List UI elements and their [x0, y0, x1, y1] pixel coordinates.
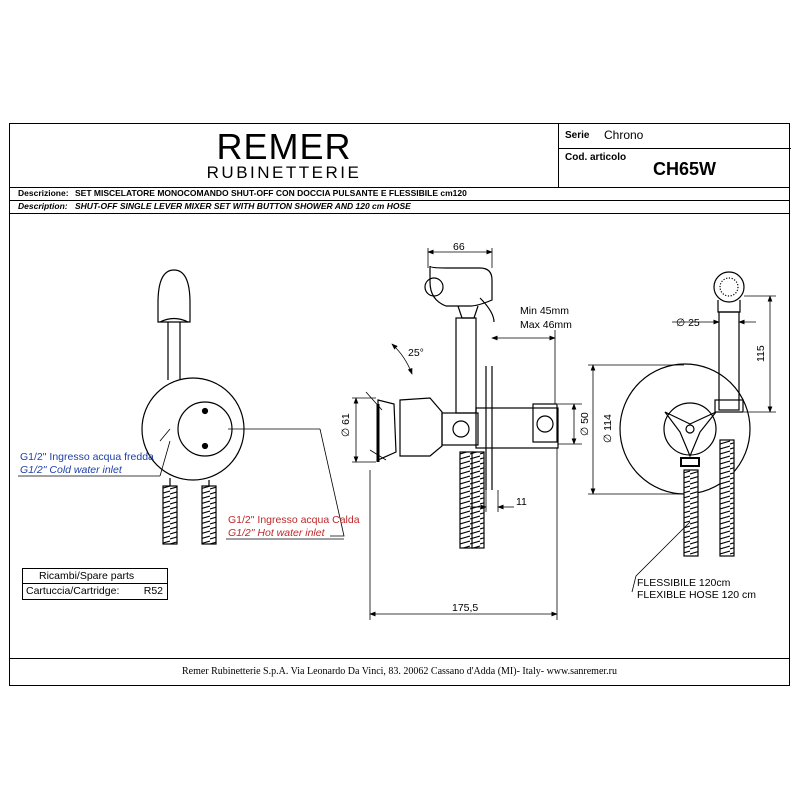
dim-angle-arc — [391, 343, 413, 375]
front-shower-head — [157, 269, 191, 323]
dim-11-label: 11 — [516, 496, 527, 508]
dim-25-label: ∅ 25 — [676, 317, 700, 329]
dim-114-label: ∅ 114 — [602, 414, 614, 443]
hose-en: FLEXIBLE HOSE 120 cm — [637, 589, 756, 601]
series-label: Serie — [565, 130, 590, 141]
right-hose-left — [683, 469, 699, 557]
drawing-sheet: REMER RUBINETTERIE Serie Chrono Cod. art… — [9, 123, 791, 686]
right-knob-ring — [663, 402, 717, 456]
description-it-row: Descrizione: SET MISCELATORE MONOCOMANDO… — [10, 187, 789, 201]
side-knob — [377, 399, 397, 461]
front-shower-lip — [159, 317, 189, 323]
code-value: CH65W — [653, 159, 717, 179]
front-leader-hot — [319, 428, 345, 537]
dim-max-label: Max 46mm — [520, 319, 572, 331]
hot-inlet-it: G1/2" Ingresso acqua Calda — [228, 514, 360, 526]
side-button — [479, 297, 495, 323]
description-en-text: SHUT-OFF SINGLE LEVER MIXER SET WITH BUT… — [75, 201, 411, 211]
dim-50-label: ∅ 50 — [579, 412, 591, 436]
side-lever-body — [399, 397, 443, 457]
dim-175-label: 175,5 — [452, 602, 478, 614]
cartridge-row: Cartuccia/Cartridge: R52 — [23, 584, 167, 599]
right-holder-bracket — [714, 399, 744, 413]
description-it-text: SET MISCELATORE MONOCOMANDO SHUT-OFF CON… — [75, 188, 467, 198]
footer-address: Remer Rubinetterie S.p.A. Via Leonardo D… — [9, 658, 790, 687]
dim-61-label: ∅ 61 — [340, 413, 352, 437]
hose-it: FLESSIBILE 120cm — [637, 577, 731, 589]
side-shower-head — [429, 265, 493, 307]
right-knob-spokes — [664, 411, 717, 458]
side-view — [365, 265, 559, 549]
dimension-lines — [352, 248, 776, 620]
side-hose-right — [471, 451, 485, 549]
description-en-row: Description: SHUT-OFF SINGLE LEVER MIXER… — [10, 200, 789, 214]
side-valve-block — [532, 403, 558, 443]
dim-66-label: 66 — [453, 241, 465, 253]
logo-cell: REMER RUBINETTERIE — [10, 124, 558, 187]
callout-labels: G1/2" Ingresso acqua fredda G1/2" Cold w… — [18, 440, 756, 601]
side-outlet-port — [452, 420, 470, 438]
cartridge-value: R52 — [143, 585, 163, 597]
side-shower-face — [424, 277, 444, 297]
side-knob-details — [365, 391, 387, 461]
spare-parts-box: Ricambi/Spare parts Cartuccia/Cartridge:… — [22, 568, 168, 600]
right-view — [619, 271, 751, 593]
dim-115-label: 115 — [755, 345, 767, 362]
right-knob-center — [685, 424, 695, 434]
info-cell: Serie Chrono Cod. articolo CH65W — [558, 124, 791, 187]
brand-logo: REMER — [216, 126, 352, 167]
side-hose-left — [459, 451, 474, 549]
dim-angle-label: 25° — [408, 347, 424, 359]
front-hose-right — [201, 485, 217, 545]
side-outlet-block — [441, 412, 479, 446]
series-row: Serie Chrono — [559, 124, 791, 149]
code-label: Cod. articolo — [565, 152, 627, 163]
hot-inlet-en: G1/2" Hot water inlet — [228, 527, 326, 539]
front-knob-dot-bottom — [201, 442, 209, 450]
front-knob-dot-top — [201, 407, 209, 415]
brand-subtitle: RUBINETTERIE — [206, 163, 362, 182]
right-hose-right — [719, 439, 735, 557]
side-valve-port — [536, 415, 554, 433]
description-en-label: Description: — [18, 201, 68, 211]
side-shower-neck — [457, 305, 479, 319]
cartridge-label: Cartuccia/Cartridge: — [26, 585, 120, 597]
cold-inlet-en: G1/2" Cold water inlet — [20, 464, 123, 476]
cold-inlet-leader — [159, 440, 171, 477]
description-it-label: Descrizione: — [18, 188, 69, 198]
right-knob-base — [680, 457, 700, 467]
front-hose-left — [162, 485, 178, 545]
dimension-labels: 66 Min 45mm Max 46mm 25° ∅ 61 ∅ 50 ∅ 114… — [340, 241, 767, 614]
front-leader-cold-tick — [159, 428, 171, 442]
right-shower-holes — [719, 277, 739, 297]
side-body — [475, 407, 559, 449]
front-view — [141, 269, 345, 545]
side-holder — [455, 317, 477, 414]
dim-min-label: Min 45mm — [520, 305, 569, 317]
cold-inlet-it: G1/2" Ingresso acqua fredda — [20, 451, 154, 463]
right-shower-head — [713, 271, 745, 303]
series-value: Chrono — [604, 128, 644, 142]
right-hose-leader — [631, 521, 691, 593]
right-holder — [718, 311, 740, 411]
title-block: REMER RUBINETTERIE Serie Chrono Cod. art… — [10, 124, 791, 188]
spare-parts-title: Ricambi/Spare parts — [23, 569, 167, 584]
